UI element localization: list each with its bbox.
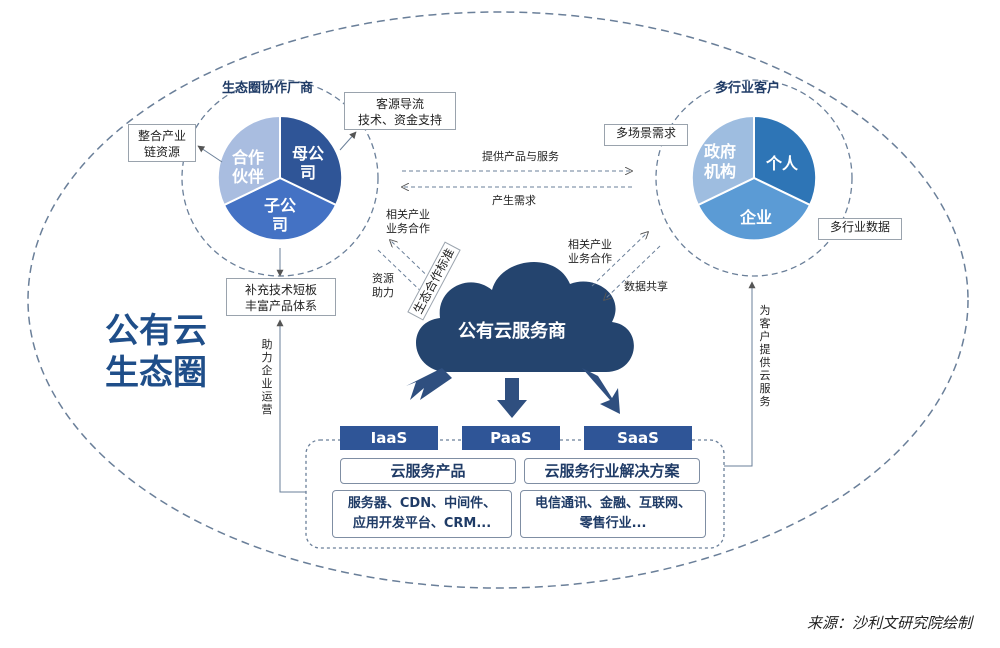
ecosystem-title: 公有云 生态圈 xyxy=(105,311,207,393)
tab-paas: PaaS xyxy=(462,426,560,450)
partners-title: 生态圈协作厂商 xyxy=(222,81,314,96)
segment-government: 政府机构 xyxy=(703,142,736,181)
products-detail-box: 服务器、CDN、中间件、 应用开发平台、CRM... xyxy=(332,490,512,538)
box-integrate: 整合产业 链资源 xyxy=(128,124,196,162)
box-scenario: 多场景需求 xyxy=(604,124,688,146)
customer-ring xyxy=(655,79,853,277)
cloud-arrows xyxy=(406,368,620,418)
flow-generate-demand: 产生需求 xyxy=(492,194,536,207)
ecosystem-ellipse xyxy=(27,11,969,589)
products-title-box: 云服务产品 xyxy=(340,458,516,484)
to-traffic-arrow xyxy=(339,131,357,151)
solutions-detail-box: 电信通讯、金融、互联网、 零售行业... xyxy=(520,490,706,538)
cloud-shape xyxy=(416,261,634,372)
segment-parent-company: 母公司 xyxy=(291,144,324,182)
right-diag-arrow-2 xyxy=(604,245,661,300)
tab-saas: SaaS xyxy=(584,426,692,450)
segment-subsidiary: 子公司 xyxy=(263,196,296,234)
solutions-title-box: 云服务行业解决方案 xyxy=(524,458,700,484)
flow-provide-products: 提供产品与服务 xyxy=(482,150,559,163)
segment-enterprise: 企业 xyxy=(739,208,772,227)
box-data: 多行业数据 xyxy=(818,218,902,240)
flow-provide-cloud: 为客户提供云服务 xyxy=(759,304,771,408)
flow-help-operation: 助力企业运营 xyxy=(261,338,273,416)
segment-partner: 合作伙伴 xyxy=(231,148,264,186)
cloud-label: 公有云服务商 xyxy=(458,321,566,342)
right-diag-arrow-1 xyxy=(591,232,648,287)
customer-pie xyxy=(690,114,818,242)
provide-cloud-line xyxy=(724,281,756,467)
customers-title: 多行业客户 xyxy=(715,81,781,96)
to-integrate-arrow xyxy=(197,145,223,163)
source-note: 来源：沙利文研究院绘制 xyxy=(806,614,972,632)
partner-pie xyxy=(216,114,344,242)
segment-individual: 个人 xyxy=(765,154,798,173)
tab-iaas: IaaS xyxy=(340,426,438,450)
help-operation-line xyxy=(276,319,306,493)
flow-related-coop-left: 相关产业 业务合作 xyxy=(386,208,430,235)
flow-resource-help: 资源 助力 xyxy=(372,272,394,299)
flow-data-share: 数据共享 xyxy=(624,280,668,293)
box-traffic: 客源导流 技术、资金支持 xyxy=(344,92,456,130)
flow-related-coop-right: 相关产业 业务合作 xyxy=(568,238,612,265)
box-supplement: 补充技术短板 丰富产品体系 xyxy=(226,278,336,316)
left-diag-arrow-1 xyxy=(390,240,441,289)
